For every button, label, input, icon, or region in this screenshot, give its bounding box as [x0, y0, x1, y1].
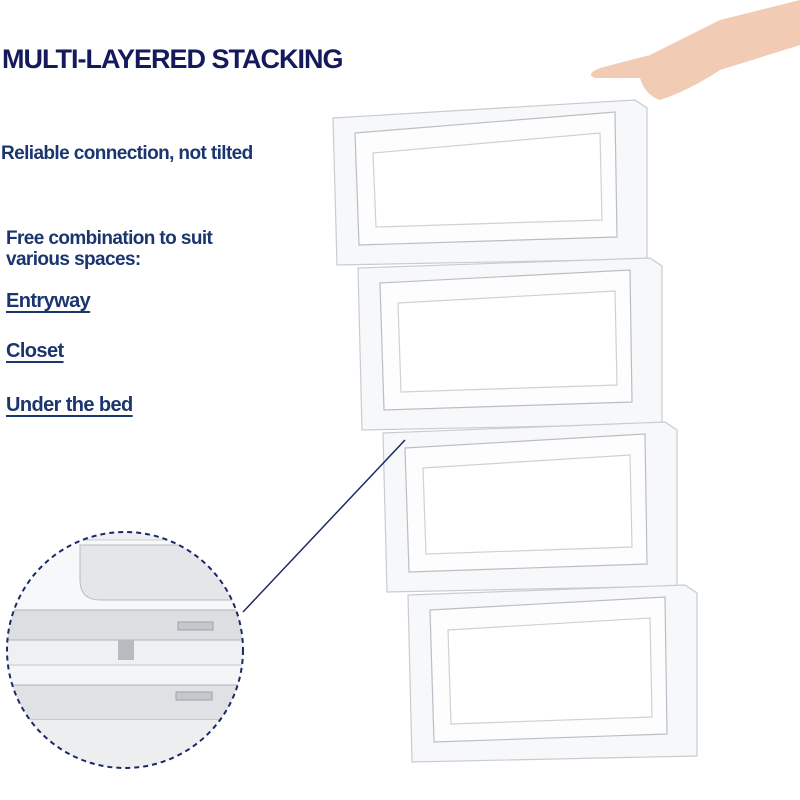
headline: MULTI-LAYERED STACKING: [2, 44, 343, 74]
connector-detail-inset: [7, 532, 243, 768]
subtitle: Reliable connection, not tilted: [1, 143, 253, 164]
callout-line: [242, 439, 406, 613]
box-window-4: [447, 617, 653, 725]
box-window-3: [422, 454, 633, 555]
inset-dashed-border: [6, 531, 244, 769]
location-under-bed: Under the bed: [6, 394, 133, 416]
location-closet: Closet: [6, 340, 64, 362]
box-window-2: [397, 290, 618, 393]
box-window-1: [372, 132, 603, 228]
shoe-box-stack: [332, 99, 698, 763]
location-entryway: Entryway: [6, 290, 91, 312]
combination-text: Free combination to suit various spaces:: [6, 228, 213, 270]
hand-illustration: [591, 0, 800, 100]
